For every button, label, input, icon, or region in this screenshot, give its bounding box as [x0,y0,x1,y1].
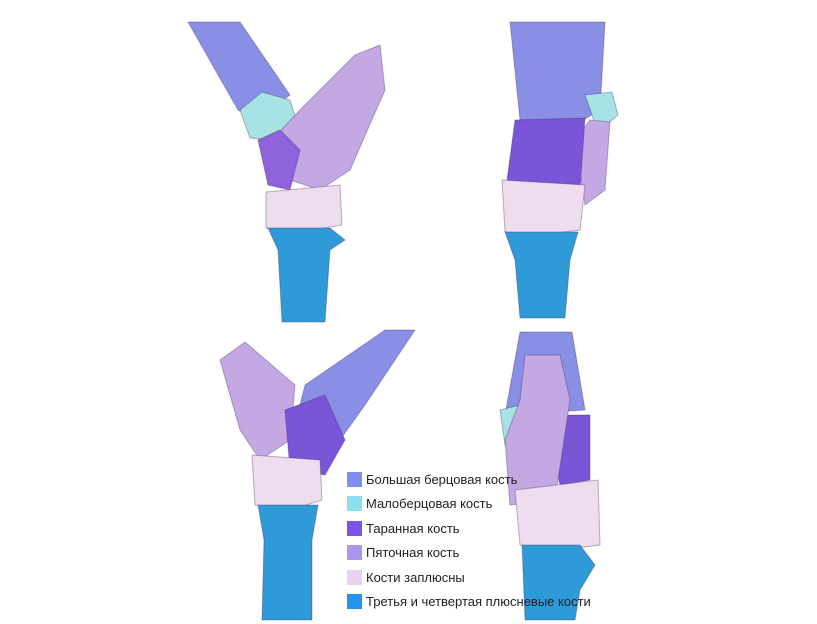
legend-item-calcaneus: Пяточная кость [347,541,591,566]
legend: Большая берцовая кость Малоберцовая кост… [347,467,591,614]
legend-label: Пяточная кость [366,545,460,561]
talus [257,129,301,191]
legend-label: Большая берцовая кость [366,471,518,487]
view-lateral [187,21,386,323]
metatarsals [521,544,596,621]
legend-item-tarsals: Кости заплюсны [347,565,591,590]
view-caudal [501,21,619,319]
tarsals [251,454,323,511]
view-dorsal [499,331,601,621]
tibia [509,21,606,126]
legend-swatch [347,569,362,585]
legend-swatch [347,545,362,561]
legend-label: Кости заплюсны [366,569,465,585]
calcaneus [219,341,296,461]
legend-label: Таранная кость [366,520,460,536]
legend-label: Малоберцовая кость [366,496,493,512]
tarsals [265,184,343,233]
legend-item-tibia: Большая берцовая кость [347,467,591,492]
legend-swatch [347,520,362,536]
tarsals [501,179,586,236]
view-medial [219,329,416,621]
legend-label: Третья и четвертая плюсневые кости [366,594,591,610]
metatarsals [267,227,346,323]
legend-swatch [347,594,362,610]
legend-swatch [347,496,362,512]
legend-item-fibula: Малоберцовая кость [347,492,591,517]
metatarsals [504,231,579,319]
metatarsals [257,504,319,621]
legend-item-metatarsals: Третья и четвертая плюсневые кости [347,590,591,615]
legend-swatch [347,471,362,487]
legend-item-talus: Таранная кость [347,516,591,541]
